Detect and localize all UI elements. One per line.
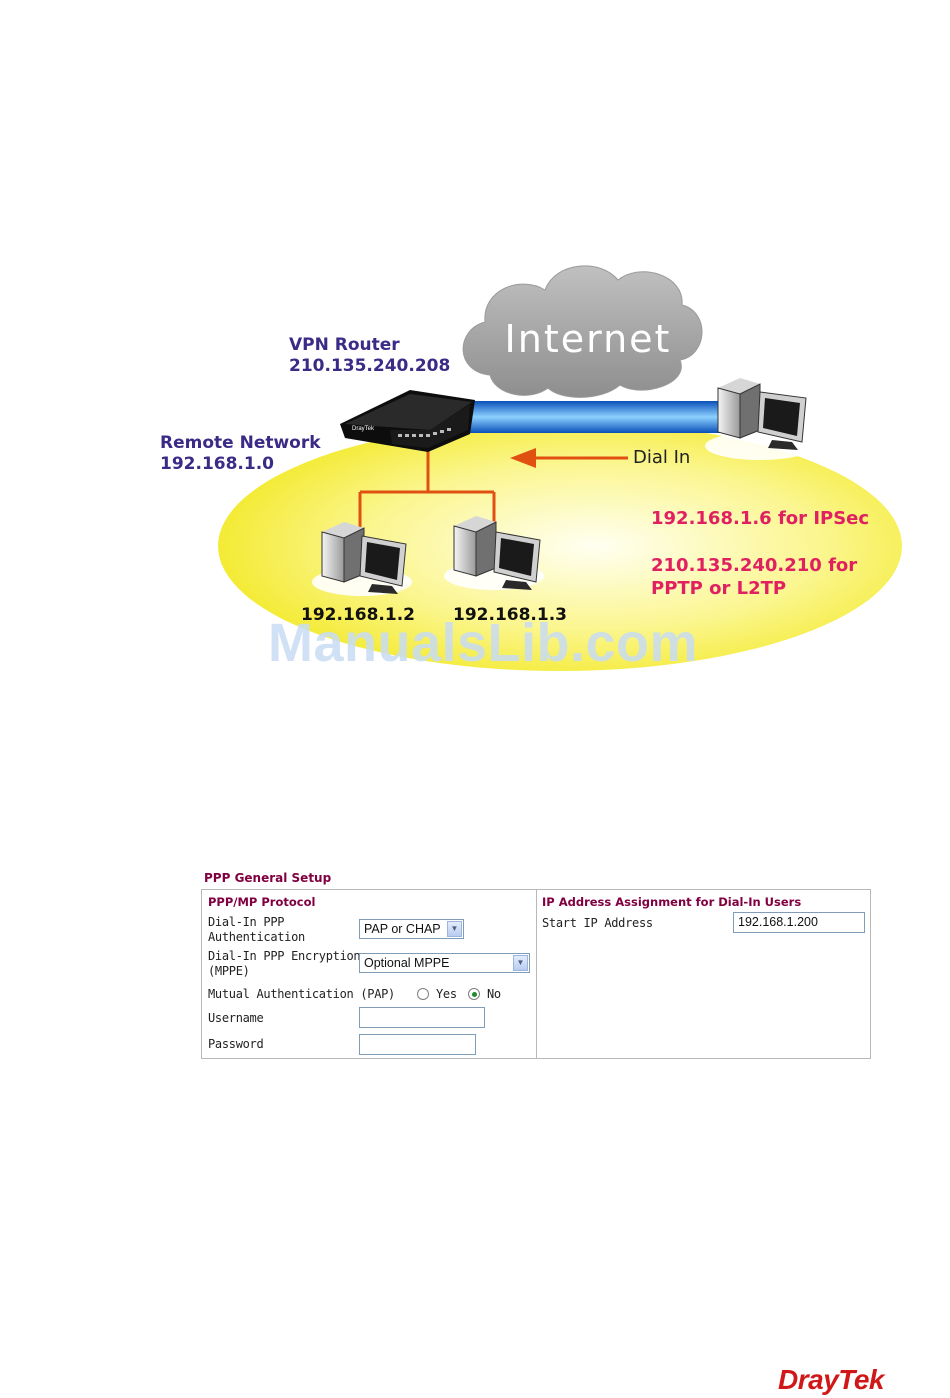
lan-cabling	[358, 448, 496, 532]
internet-cloud: Internet	[462, 265, 703, 398]
mutual-auth-label: Mutual Authentication (PAP)	[208, 987, 395, 1001]
enc-label-line1: Dial-In PPP Encryption	[208, 949, 361, 963]
auth-label-line2: Authentication	[208, 930, 305, 944]
draytek-logo: DrayTek	[778, 1364, 884, 1395]
mutual-auth-yes-radio[interactable]	[417, 988, 429, 1000]
lan-pc-1	[312, 522, 412, 596]
router-title: VPN Router	[289, 335, 400, 355]
chevron-down-icon: ▼	[447, 921, 462, 937]
auth-select-value: PAP or CHAP	[364, 922, 441, 936]
auth-select[interactable]: PAP or CHAP ▼	[359, 919, 464, 939]
lan-pc-2	[444, 516, 544, 590]
panel-divider	[536, 890, 537, 1058]
password-input[interactable]	[359, 1034, 476, 1055]
router-ip: 210.135.240.208	[289, 356, 450, 376]
remote-network-title: Remote Network	[160, 433, 321, 453]
network-diagram: Internet DrayTek	[160, 265, 902, 671]
mutual-auth-yes-label: Yes	[436, 987, 457, 1001]
pc2-ip: 192.168.1.3	[453, 605, 567, 625]
remote-pc	[705, 378, 815, 460]
mutual-auth-no-radio[interactable]	[468, 988, 480, 1000]
pptp-note-line2: PPTP or L2TP	[651, 578, 786, 599]
ip-assignment-heading: IP Address Assignment for Dial-In Users	[542, 895, 802, 909]
router-brand: DrayTek	[352, 426, 375, 432]
username-label: Username	[208, 1011, 264, 1025]
ppp-setup-title: PPP General Setup	[204, 871, 332, 885]
vpn-router: DrayTek	[340, 390, 475, 452]
ipsec-note: 192.168.1.6 for IPSec	[651, 508, 869, 529]
enc-label-line2: (MPPE)	[208, 964, 250, 978]
dial-in-label: Dial In	[633, 447, 690, 468]
vpn-tunnel	[462, 401, 724, 433]
pc1-ip: 192.168.1.2	[301, 605, 415, 625]
start-ip-label: Start IP Address	[542, 916, 653, 930]
password-label: Password	[208, 1037, 264, 1051]
encryption-select-value: Optional MPPE	[364, 956, 450, 970]
mutual-auth-no-label: No	[487, 987, 501, 1001]
pptp-note-line1: 210.135.240.210 for	[651, 555, 857, 576]
cloud-label: Internet	[505, 317, 672, 361]
dial-in-arrow	[510, 448, 628, 468]
auth-label-line1: Dial-In PPP	[208, 915, 285, 929]
ppp-mp-protocol-heading: PPP/MP Protocol	[208, 895, 316, 909]
chevron-down-icon: ▼	[513, 955, 528, 971]
start-ip-input[interactable]: 192.168.1.200	[733, 912, 865, 933]
remote-network-area	[218, 421, 902, 671]
remote-network-ip: 192.168.1.0	[160, 454, 274, 474]
username-input[interactable]	[359, 1007, 485, 1028]
ppp-setup-panel: PPP/MP Protocol Dial-In PPP Authenticati…	[201, 889, 871, 1059]
encryption-select[interactable]: Optional MPPE ▼	[359, 953, 530, 973]
